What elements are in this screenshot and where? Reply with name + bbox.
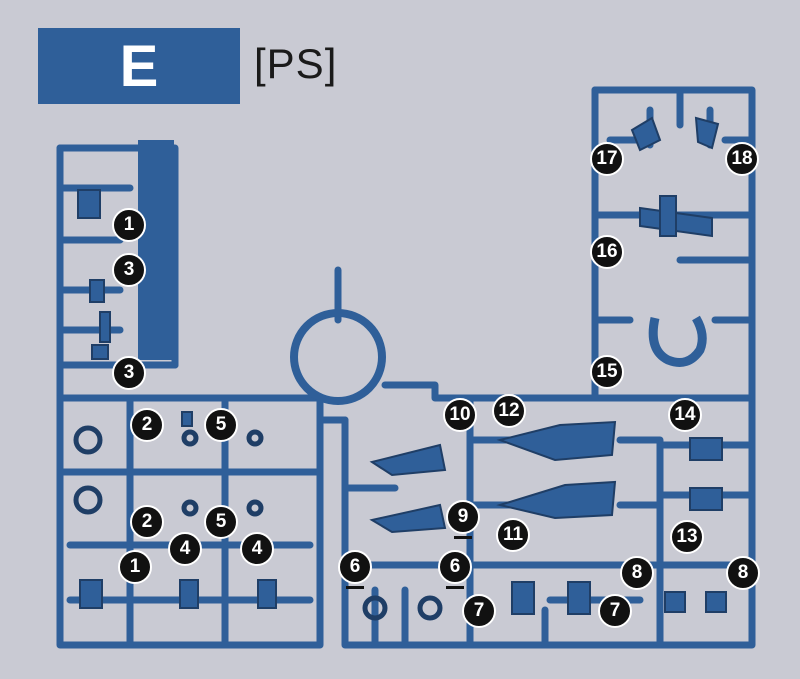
callout-part-number: 6 [438,550,472,589]
callout-part-number: 5 [204,505,238,539]
callout-part-number: 3 [112,356,146,390]
callout-part-number: 4 [240,532,274,566]
callout-part-number: 7 [462,594,496,628]
callout-part-number: 8 [726,556,760,590]
callout-part-number: 5 [204,408,238,442]
callout-part-number: 11 [496,518,530,552]
callout-part-number: 17 [590,142,624,176]
callout-part-number: 2 [130,408,164,442]
callout-part-number: 7 [598,594,632,628]
runner-letter: E [119,33,159,99]
callout-part-number: 9 [446,500,480,539]
callout-part-number: 12 [492,394,526,428]
callout-part-number: 1 [118,550,152,584]
callout-part-number: 8 [620,556,654,590]
callout-part-number: 18 [725,142,759,176]
callout-part-number: 16 [590,235,624,269]
callout-part-number: 10 [443,398,477,432]
callout-part-number: 3 [112,253,146,287]
callout-part-number: 2 [130,505,164,539]
callout-part-number: 4 [168,532,202,566]
callout-part-number: 14 [668,398,702,432]
runner-tag-box [38,28,240,104]
material-label: [PS] [254,40,338,87]
callout-part-number: 1 [112,208,146,242]
callout-part-number: 13 [670,520,704,554]
callout-part-number: 6 [338,550,372,589]
callout-part-number: 15 [590,355,624,389]
